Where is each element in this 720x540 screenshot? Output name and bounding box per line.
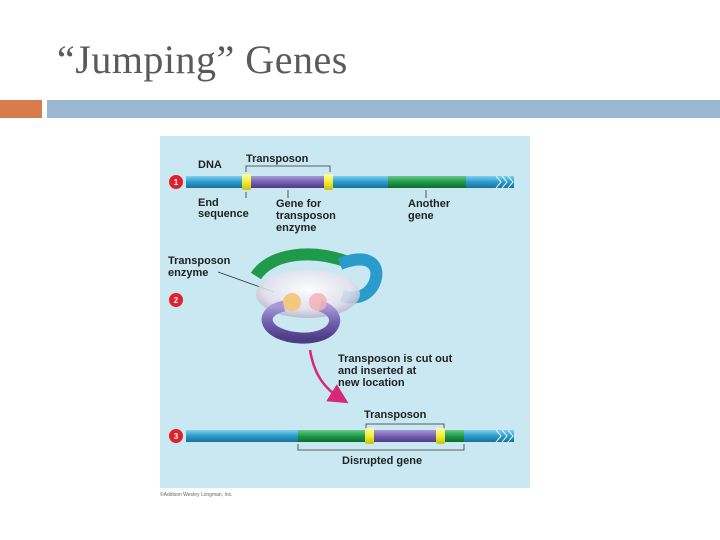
transposon-enzyme-label-1: Transposon (168, 255, 231, 267)
gene-enzyme-label-3: enzyme (276, 222, 316, 234)
step-2-marker (169, 293, 183, 307)
slide-title: “Jumping” Genes (57, 37, 348, 82)
transposon-enzyme-label-2: enzyme (168, 267, 208, 279)
excised-transposon-loop (261, 300, 341, 344)
dna-strand-step-1 (186, 174, 514, 190)
another-gene-segment (388, 176, 466, 188)
dna-strand-top-green (250, 248, 351, 280)
end-sequence-left (242, 174, 251, 190)
cut-out-label-2: and inserted at (338, 365, 417, 377)
step-2-number: 2 (174, 296, 179, 305)
another-gene-label-1: Another (408, 198, 451, 210)
end-sequence-label-2: sequence (198, 208, 249, 220)
step-1-marker (169, 175, 183, 189)
cut-out-label-1: Transposon is cut out (338, 353, 453, 365)
copyright-notice: ©Addison Wesley Longman, Inc. (160, 491, 233, 498)
end-sequence-contact-left (283, 293, 301, 311)
step-3-number: 3 (174, 432, 179, 441)
title-rule-bar (47, 100, 720, 118)
end-sequence-label-1: End (198, 197, 219, 209)
disrupted-gene-bracket (297, 444, 465, 451)
another-gene-label-2: gene (408, 210, 434, 222)
transposon-bracket-top (245, 165, 331, 172)
inserted-transposon-segment (372, 430, 438, 442)
dna-strand-step-3 (186, 428, 514, 444)
transposon-bracket-bottom (365, 423, 445, 430)
end-sequence-right (324, 174, 333, 190)
cut-out-label-3: new location (338, 377, 405, 389)
transposon-label-bottom: Transposon (364, 409, 427, 421)
disrupted-gene-label: Disrupted gene (342, 455, 422, 467)
title-rule-accent (0, 100, 42, 118)
gene-enzyme-label-1: Gene for (276, 198, 322, 210)
inserted-end-sequence-right (436, 428, 445, 444)
transposon-label-top: Transposon (246, 153, 309, 165)
relocation-arrow (308, 349, 349, 404)
diagram-panel (160, 136, 530, 488)
transposon-gene-segment (250, 176, 324, 188)
gene-enzyme-label-2: transposon (276, 210, 336, 222)
step-1-number: 1 (174, 178, 179, 187)
enzyme-complex (210, 248, 383, 344)
transposon-diagram: 1 DNA Transposon End sequence Gene for t… (160, 136, 530, 498)
inserted-end-sequence-left (365, 428, 374, 444)
end-sequence-contact-right (309, 293, 327, 311)
dna-label: DNA (198, 159, 222, 171)
step-3-marker (169, 429, 183, 443)
